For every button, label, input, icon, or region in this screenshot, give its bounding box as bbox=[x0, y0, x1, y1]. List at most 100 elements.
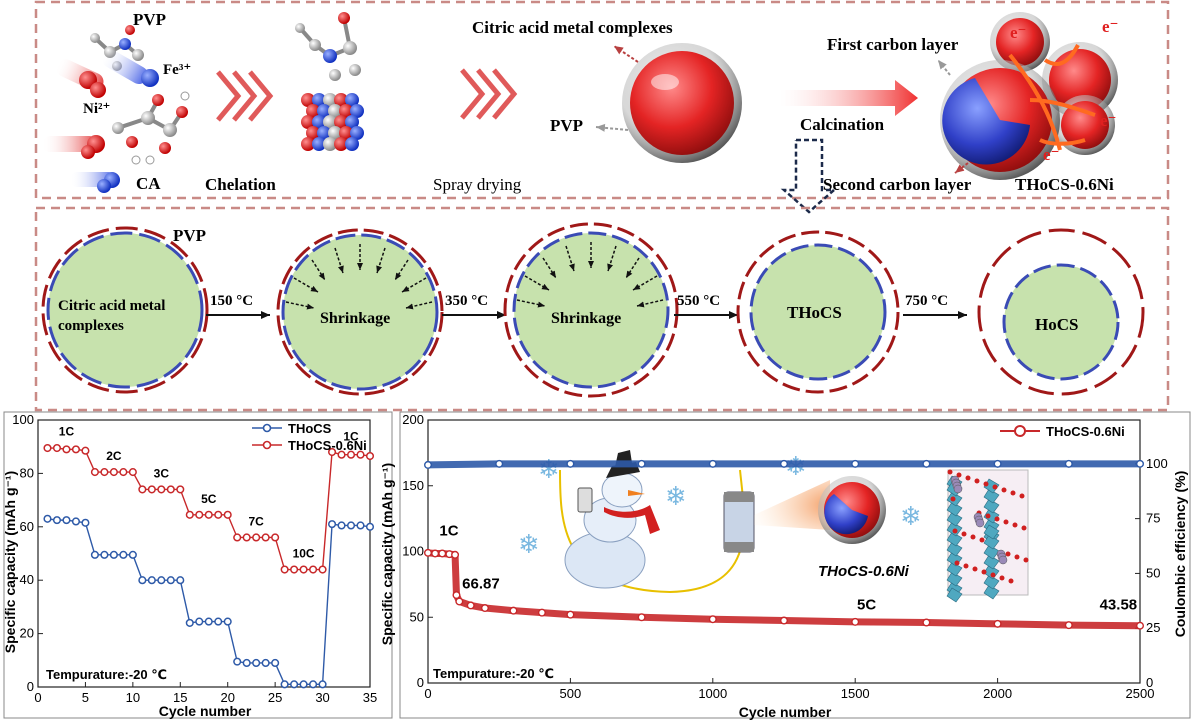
stage1-label-1: Citric acid metal bbox=[58, 298, 165, 314]
cycling-series-point bbox=[455, 597, 464, 606]
crystal-atom bbox=[950, 496, 956, 502]
rate-series-point bbox=[119, 550, 128, 559]
cluster-atom bbox=[323, 137, 337, 151]
rate-chart-x-tick-label: 0 bbox=[34, 690, 41, 705]
electron-label-4: e⁻ bbox=[1043, 145, 1060, 164]
chevron-arrows-icon-2 bbox=[460, 68, 518, 120]
crystal-atom bbox=[1001, 487, 1007, 493]
rate-series-point bbox=[195, 617, 204, 626]
rate-series-point bbox=[90, 468, 99, 477]
cycling-series-point bbox=[851, 459, 860, 468]
crystal-polyhedron bbox=[946, 531, 963, 547]
stage1-sphere bbox=[41, 226, 209, 394]
rate-label: 1C bbox=[343, 430, 359, 444]
rate-series-point bbox=[62, 445, 71, 454]
rate-series-point bbox=[233, 657, 242, 666]
cluster-atom bbox=[312, 93, 326, 107]
rate-series-point bbox=[261, 658, 270, 668]
cycling-chart-y2-tick-label: 100 bbox=[1146, 456, 1168, 471]
rate-series-point bbox=[52, 516, 62, 525]
rate-series-point bbox=[290, 680, 299, 689]
crystal-polyhedron bbox=[983, 524, 1000, 540]
rate-label: 1C bbox=[59, 424, 75, 438]
fe-label: Fe³⁺ bbox=[163, 62, 191, 78]
cycling-series-point bbox=[1135, 459, 1144, 468]
rate-series-point bbox=[81, 518, 90, 527]
cycling-series-point bbox=[993, 619, 1002, 628]
crystal-atom bbox=[1010, 490, 1016, 496]
crystal-atom bbox=[1005, 551, 1011, 557]
cycling-legend-label: THoCS-0.6Ni bbox=[1046, 424, 1125, 439]
cluster-atom bbox=[328, 126, 342, 140]
cluster-atom bbox=[301, 137, 315, 151]
crystal-structure-icon bbox=[946, 469, 1029, 603]
stage4-label: THoCS bbox=[787, 303, 842, 322]
temp1-label: 150 °C bbox=[210, 293, 253, 309]
rate-chart-y-tick-label: 80 bbox=[20, 465, 34, 480]
cluster-atom bbox=[334, 137, 348, 151]
rate-series-point bbox=[346, 450, 356, 459]
calcination-label: Calcination bbox=[800, 115, 885, 134]
rate-legend-marker bbox=[262, 440, 272, 450]
rate-series-point bbox=[166, 485, 175, 494]
rate-series-point bbox=[138, 576, 147, 585]
rate-series-point bbox=[223, 510, 232, 519]
evolution-pvp-label: PVP bbox=[173, 226, 206, 245]
cycling-series-band-0 bbox=[424, 549, 1144, 630]
crystal-polyhedron bbox=[983, 488, 1000, 504]
rate-series-point bbox=[109, 550, 118, 559]
snowflake-icon: ❄ bbox=[900, 501, 922, 531]
stage1-label-2: complexes bbox=[58, 318, 124, 334]
crystal-polyhedron bbox=[946, 541, 963, 557]
crystal-atom bbox=[1003, 519, 1009, 525]
cluster-atom bbox=[301, 115, 315, 129]
rate-series-point bbox=[147, 485, 156, 494]
cycling-chart-y2-tick-label: 50 bbox=[1146, 565, 1160, 580]
crystal-atom bbox=[1019, 493, 1025, 499]
fe-ion-icon-2 bbox=[70, 172, 120, 193]
rate-series-point bbox=[346, 521, 356, 530]
cycling-chart-x-tick-label: 2000 bbox=[983, 686, 1012, 701]
rate-series-point bbox=[318, 680, 327, 689]
phone-icon bbox=[577, 487, 593, 513]
rate-series-point bbox=[252, 658, 261, 668]
crystal-atom bbox=[985, 513, 991, 519]
first-carbon-label: First carbon layer bbox=[827, 35, 959, 54]
crystal-atom bbox=[947, 469, 953, 475]
crystal-atom bbox=[974, 478, 980, 484]
cycling-chart-y2-tick-label: 25 bbox=[1146, 620, 1160, 635]
stage2-label: Shrinkage bbox=[320, 310, 390, 327]
rate-chart-y-tick-label: 100 bbox=[12, 412, 34, 427]
cycling-chart-y-tick-label: 100 bbox=[402, 544, 424, 559]
rate-label: 7C bbox=[248, 514, 264, 528]
rate-series-point bbox=[109, 468, 118, 477]
cluster-atom bbox=[345, 93, 359, 107]
rate-series-point bbox=[204, 510, 213, 519]
crystal-atom bbox=[1012, 522, 1018, 528]
cluster-atom bbox=[317, 104, 331, 118]
cycling-chart-y-tick-label: 200 bbox=[402, 412, 424, 427]
rate-series-point bbox=[271, 658, 280, 668]
crystal-atom bbox=[990, 572, 996, 578]
rate-series-point bbox=[328, 520, 337, 529]
cycling-series-point bbox=[566, 459, 575, 468]
crystal-atom bbox=[981, 569, 987, 575]
crystal-atom bbox=[1021, 525, 1027, 531]
electron-label-1: e⁻ bbox=[1010, 23, 1027, 42]
cycling-series-point bbox=[780, 459, 789, 468]
rate-series-point bbox=[214, 510, 223, 519]
cycling-series-point bbox=[431, 549, 440, 558]
rate-series-point bbox=[299, 565, 308, 574]
down-arrow-icon bbox=[780, 138, 838, 214]
crystal-atom bbox=[1023, 557, 1029, 563]
rate-series-point bbox=[185, 618, 194, 627]
rate-legend-marker bbox=[262, 423, 272, 433]
cycling-chart-ylabel: Specific capacity (mAh g⁻¹) bbox=[379, 463, 395, 645]
cycling-chart-x-tick-label: 0 bbox=[424, 686, 431, 701]
rate-series-point bbox=[337, 521, 346, 530]
crystal-polyhedron bbox=[983, 498, 1000, 514]
cycling-series-point bbox=[1064, 621, 1073, 630]
cycling-annotation: 66.87 bbox=[462, 575, 500, 592]
rate-label: 10C bbox=[293, 547, 315, 561]
